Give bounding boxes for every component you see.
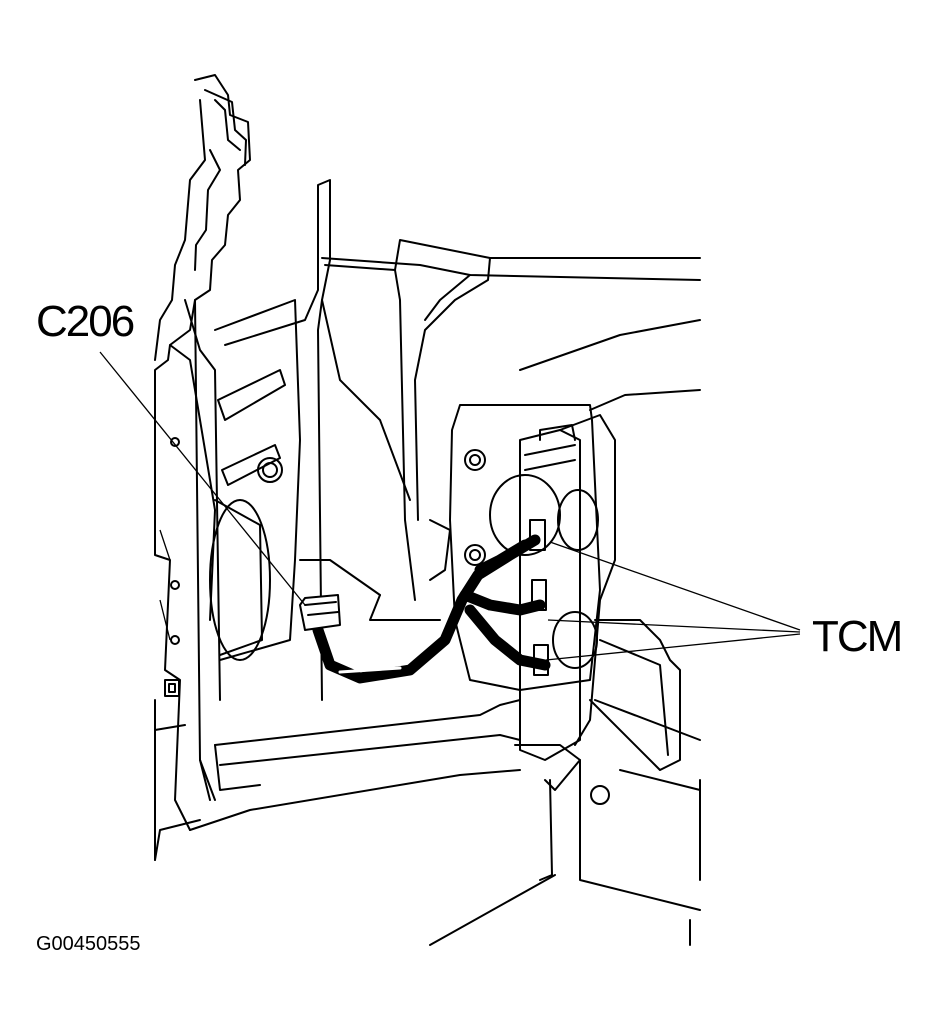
figure-id: G00450555 — [36, 933, 141, 955]
c206-connector — [299, 594, 341, 631]
connector-label: C206 — [36, 297, 135, 346]
lower-structure — [154, 699, 701, 946]
tcm-leader-3 — [545, 633, 801, 661]
inner-panel — [209, 179, 381, 701]
leader-lines — [99, 351, 801, 661]
c206-leader — [99, 351, 306, 606]
module-label: TCM — [812, 612, 903, 661]
cowl-panel — [321, 239, 701, 621]
wiring-harness — [312, 534, 551, 684]
tcm-leader-2 — [547, 619, 801, 633]
tcm-leader-1 — [549, 541, 801, 631]
